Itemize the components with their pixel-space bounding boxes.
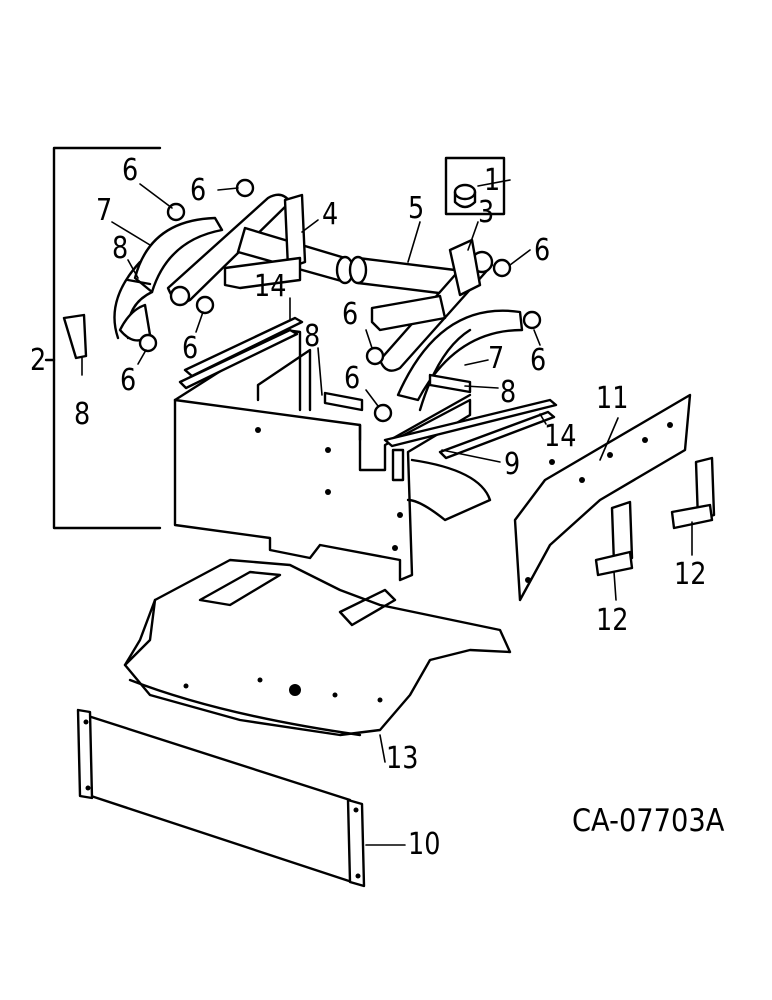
callout-6-c: 6 [534, 233, 551, 268]
straps [178, 316, 558, 460]
panel-10 [76, 708, 366, 888]
callout-7-a: 7 [96, 193, 113, 228]
callout-6-d: 6 [342, 297, 359, 332]
brackets-12 [594, 456, 716, 577]
right-link-arm [370, 238, 494, 372]
callout-14-b: 14 [544, 419, 577, 454]
callout-13: 13 [386, 741, 419, 776]
callout-7-b: 7 [488, 341, 505, 376]
leader-lines [81, 183, 693, 846]
callout-10: 10 [408, 827, 441, 862]
callout-6-a: 6 [122, 153, 139, 188]
callout-2: 2 [30, 343, 47, 378]
callout-9: 9 [504, 447, 521, 482]
callout-6-e: 6 [182, 331, 199, 366]
group-bracket-2 [44, 146, 162, 530]
callout-4: 4 [322, 197, 339, 232]
callout-8-d: 8 [500, 375, 517, 410]
callout-8-b: 8 [304, 319, 321, 354]
bracket-4 [223, 193, 307, 290]
callout-3: 3 [478, 195, 495, 230]
pins [62, 278, 472, 412]
callout-8-a: 8 [112, 231, 129, 266]
side-plate-11 [513, 393, 692, 602]
detail-box-1 [444, 156, 511, 216]
callout-6-f: 6 [530, 343, 547, 378]
callout-5: 5 [408, 191, 425, 226]
floor-pan-13 [123, 558, 512, 737]
callout-6-h: 6 [344, 361, 361, 396]
callout-14-a: 14 [254, 269, 287, 304]
drawing-reference-code: CA-07703A [572, 803, 725, 839]
callout-12-a: 12 [674, 557, 707, 592]
callout-1: 1 [484, 163, 501, 198]
callout-6-b: 6 [190, 173, 207, 208]
callout-11: 11 [596, 381, 629, 416]
callout-12-b: 12 [596, 603, 629, 638]
callout-6-g: 6 [120, 363, 137, 398]
callout-8-c: 8 [74, 397, 91, 432]
